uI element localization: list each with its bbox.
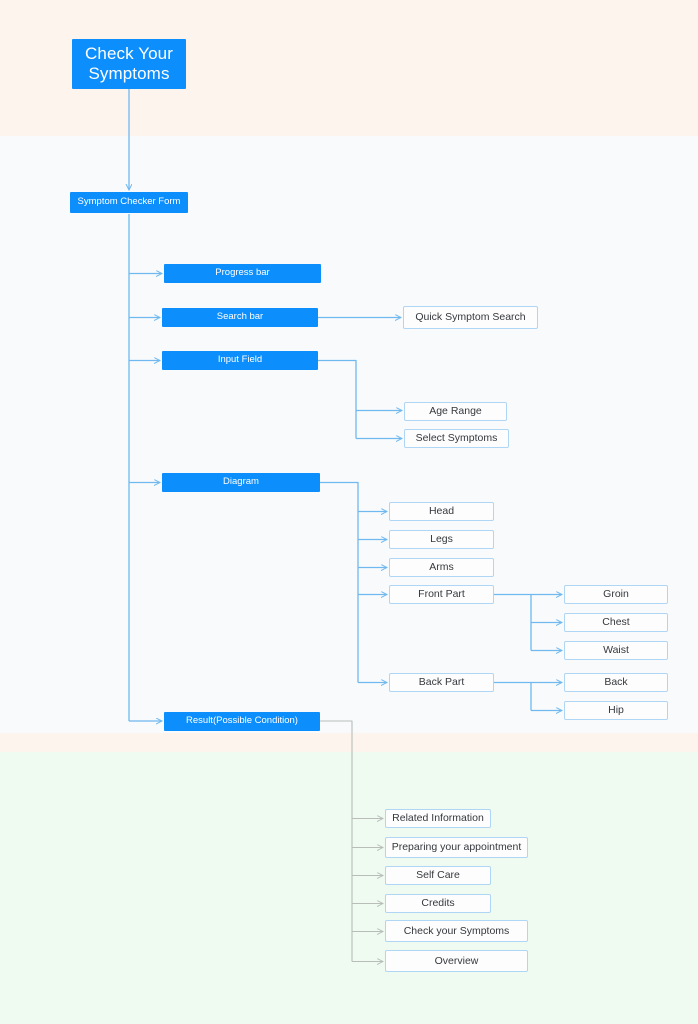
node-label: Overview — [434, 954, 479, 967]
background-band-green — [0, 752, 698, 1024]
node-label: Head — [428, 505, 455, 518]
node-back[interactable]: Back — [564, 673, 668, 692]
node-back-part[interactable]: Back Part — [389, 673, 494, 692]
node-search-bar[interactable]: Search bar — [162, 308, 318, 327]
node-input-field[interactable]: Input Field — [162, 351, 318, 370]
node-label: Diagram — [223, 476, 259, 488]
node-label: Front Part — [418, 588, 465, 601]
node-label: Progress bar — [215, 267, 270, 279]
node-arms[interactable]: Arms — [389, 558, 494, 577]
node-preparing-your-appointment[interactable]: Preparing your appointment — [385, 837, 528, 858]
node-label: Back Part — [418, 676, 465, 689]
node-label: Arms — [429, 561, 454, 574]
node-label: Search bar — [216, 311, 264, 323]
node-label: Quick Symptom Search — [415, 311, 526, 324]
node-label: Result(Possible Condition) — [186, 715, 298, 727]
node-progress-bar[interactable]: Progress bar — [164, 264, 321, 283]
node-age-range[interactable]: Age Range — [404, 402, 507, 421]
node-waist[interactable]: Waist — [564, 641, 668, 660]
node-label: Waist — [603, 644, 629, 657]
node-groin[interactable]: Groin — [564, 585, 668, 604]
background-band-cream-lower — [0, 733, 698, 752]
node-label: Hip — [608, 704, 624, 717]
node-label: Back — [604, 676, 628, 689]
node-label: Input Field — [217, 354, 263, 366]
node-label: Groin — [603, 588, 629, 601]
node-label: Check Your Symptoms — [85, 44, 173, 83]
node-quick-symptom-search[interactable]: Quick Symptom Search — [403, 306, 538, 329]
node-credits[interactable]: Credits — [385, 894, 491, 913]
node-label: Age Range — [429, 405, 482, 418]
node-check-your-symptoms-link[interactable]: Check your Symptoms — [385, 920, 528, 942]
node-label: Self Care — [416, 869, 460, 882]
node-self-care[interactable]: Self Care — [385, 866, 491, 885]
node-result-possible-condition[interactable]: Result(Possible Condition) — [164, 712, 320, 731]
node-label: Related Information — [392, 812, 484, 825]
node-hip[interactable]: Hip — [564, 701, 668, 720]
node-front-part[interactable]: Front Part — [389, 585, 494, 604]
node-label: Chest — [602, 616, 630, 629]
node-chest[interactable]: Chest — [564, 613, 668, 632]
node-select-symptoms[interactable]: Select Symptoms — [404, 429, 509, 448]
node-diagram[interactable]: Diagram — [162, 473, 320, 492]
node-label: Credits — [421, 897, 455, 910]
node-check-your-symptoms-root[interactable]: Check Your Symptoms — [72, 39, 186, 89]
node-symptom-checker-form[interactable]: Symptom Checker Form — [70, 192, 188, 213]
node-label: Preparing your appointment — [391, 841, 522, 854]
node-label: Legs — [430, 533, 453, 546]
node-related-information[interactable]: Related Information — [385, 809, 491, 828]
node-overview[interactable]: Overview — [385, 950, 528, 972]
node-head[interactable]: Head — [389, 502, 494, 521]
node-legs[interactable]: Legs — [389, 530, 494, 549]
node-label: Select Symptoms — [415, 432, 498, 445]
node-label: Symptom Checker Form — [77, 196, 181, 208]
node-label: Check your Symptoms — [403, 924, 510, 937]
